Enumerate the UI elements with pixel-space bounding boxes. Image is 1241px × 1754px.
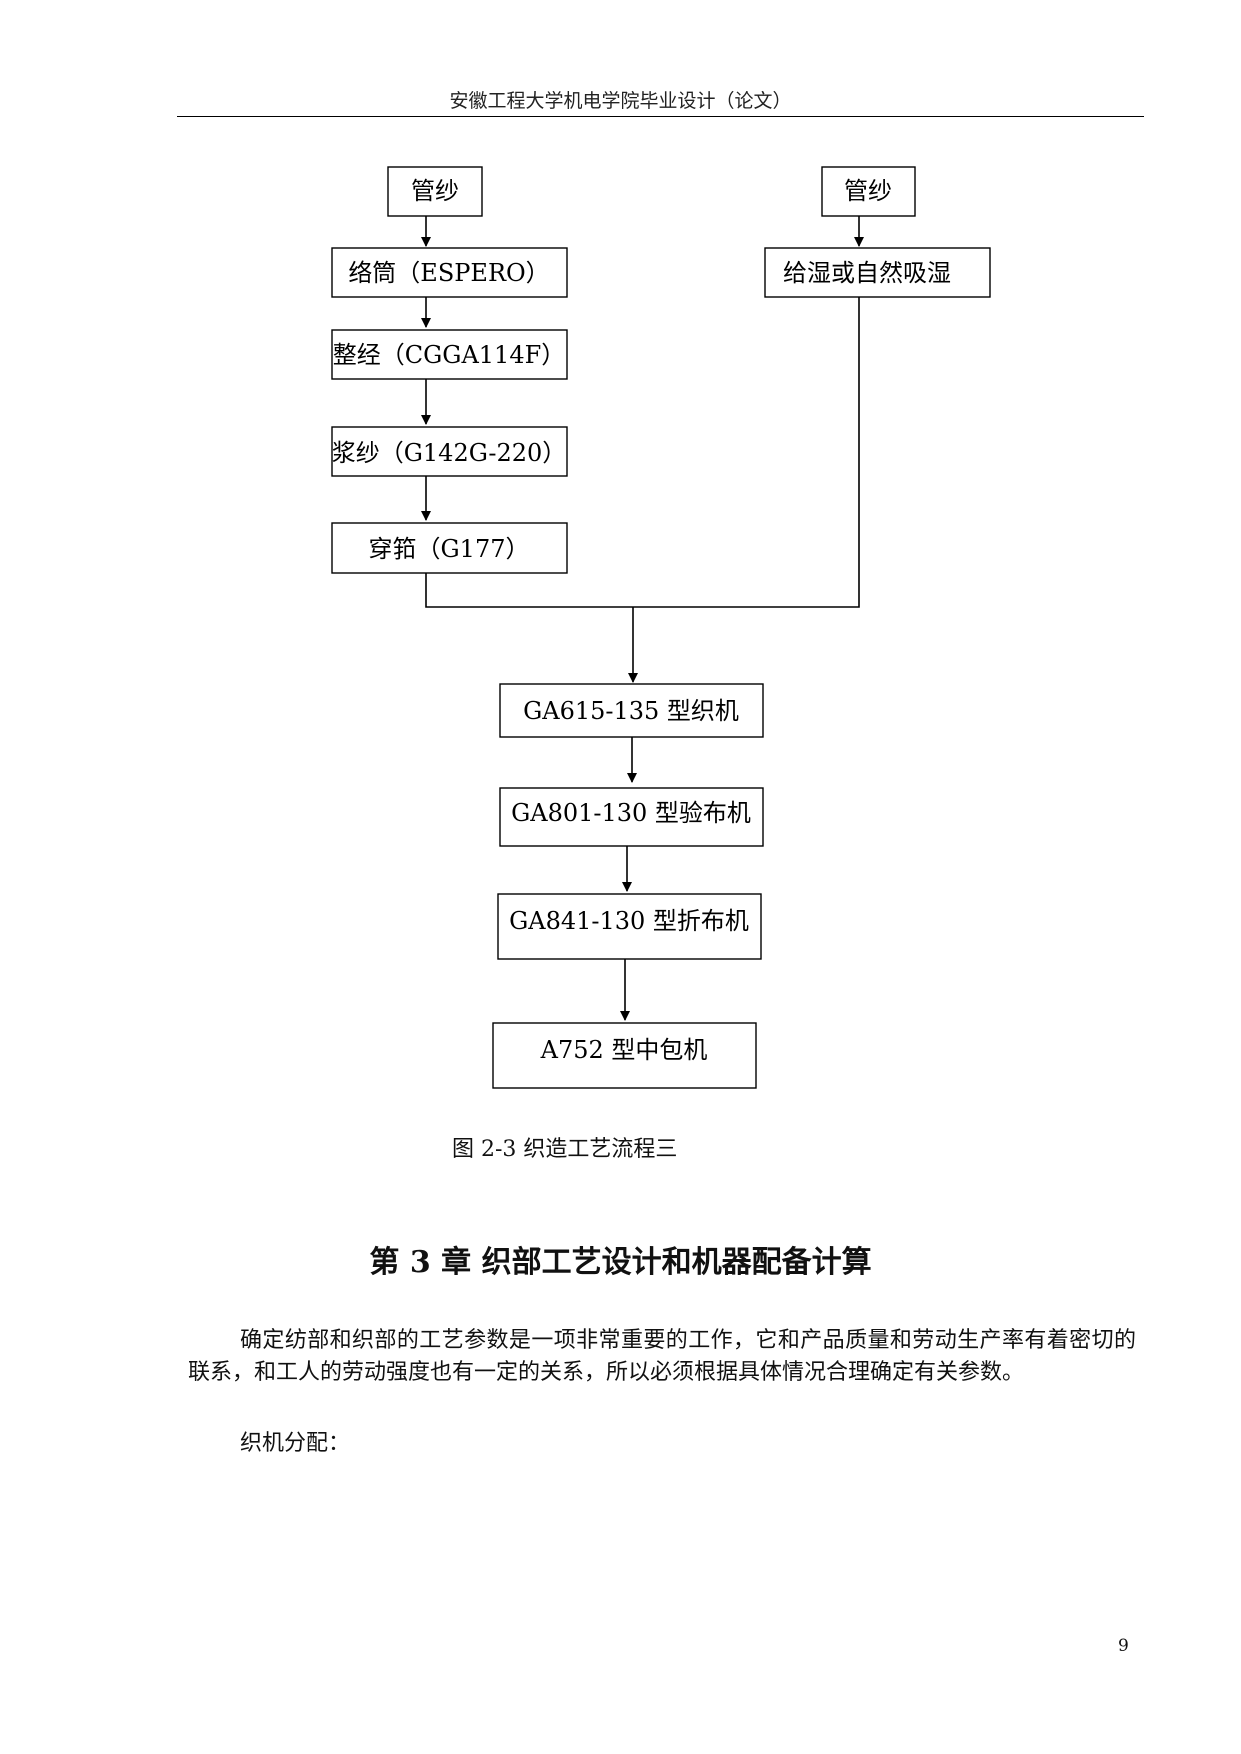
body-paragraph-2: 织机分配： xyxy=(240,1431,351,1456)
flow-node-left-4: 浆纱（G142G-220） xyxy=(331,426,568,477)
flow-node-left-2: 络筒（ESPERO） xyxy=(331,247,568,298)
flow-node-left-5: 穿筘（G177） xyxy=(331,522,568,574)
flow-node-label: 管纱 xyxy=(411,177,459,205)
flow-node-label: GA841-130 型折布机 xyxy=(509,907,749,935)
flow-node-label: 整经（CGGA114F） xyxy=(333,341,566,369)
flow-node-label: 给湿或自然吸湿 xyxy=(783,259,951,287)
flow-node-label: 络筒（ESPERO） xyxy=(348,259,549,287)
merge-connector xyxy=(425,297,860,608)
page-header: 安徽工程大学机电学院毕业设计（论文） xyxy=(449,90,792,112)
chapter-title: 第 3 章 织部工艺设计和机器配备计算 xyxy=(369,1245,872,1280)
header-rule xyxy=(177,116,1144,117)
flow-node-label: 管纱 xyxy=(844,177,892,205)
flow-node-label: A752 型中包机 xyxy=(540,1036,708,1064)
process-flowchart: 管纱 络筒（ESPERO） 整经（CGGA114F） 浆纱（G142G-220）… xyxy=(331,166,991,1089)
flow-node-right-2: 给湿或自然吸湿 xyxy=(764,247,991,298)
page-number: 9 xyxy=(1118,1636,1129,1656)
body-paragraph: 确定纺部和织部的工艺参数是一项非常重要的工作，它和产品质量和劳动生产率有着密切的… xyxy=(188,1328,1136,1385)
flow-node-label: 穿筘（G177） xyxy=(369,535,530,563)
flow-node-packing: A752 型中包机 xyxy=(492,1022,757,1089)
flow-node-label: GA801-130 型验布机 xyxy=(511,799,751,827)
flow-node-right-1: 管纱 xyxy=(821,166,916,217)
flow-node-folding: GA841-130 型折布机 xyxy=(497,893,762,960)
flow-node-label: GA615-135 型织机 xyxy=(523,697,739,725)
figure-caption: 图 2-3 织造工艺流程三 xyxy=(452,1137,678,1162)
flow-node-inspection: GA801-130 型验布机 xyxy=(499,787,764,847)
flow-node-left-3: 整经（CGGA114F） xyxy=(331,329,568,380)
flow-node-loom: GA615-135 型织机 xyxy=(499,683,764,738)
flow-node-left-1: 管纱 xyxy=(387,166,483,217)
flow-node-label: 浆纱（G142G-220） xyxy=(332,439,567,467)
